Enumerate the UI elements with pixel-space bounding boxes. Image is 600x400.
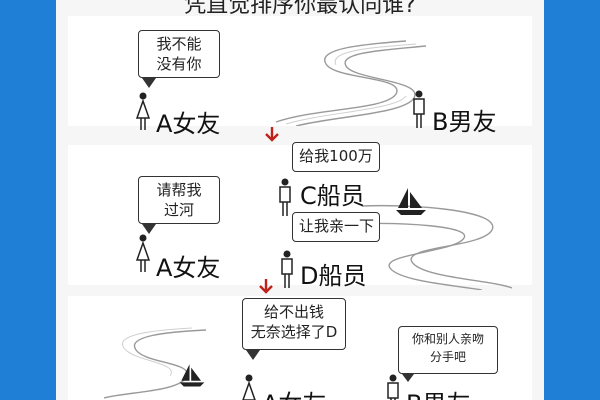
comic-card: 凭直觉排序你最认同谁? 我不能 没有你 A女友 B男友 给我100万 C船员 — [56, 0, 544, 400]
sailboat-icon — [396, 188, 426, 215]
page-title: 凭直觉排序你最认同谁? — [184, 0, 416, 18]
woman-figure-icon — [242, 374, 256, 400]
red-down-arrow-icon — [265, 127, 279, 142]
speech-bubble-a-2: 请帮我 过河 — [138, 176, 220, 224]
woman-figure-icon — [136, 92, 150, 130]
label-b-boyfriend: B男友 — [432, 108, 497, 136]
label-a-girlfriend: A女友 — [262, 384, 326, 400]
label-a-girlfriend: A女友 — [156, 254, 221, 282]
label-b-boyfriend: B男友 — [406, 384, 470, 400]
speech-bubble-a-1: 我不能 没有你 — [138, 30, 220, 78]
red-down-arrow-icon — [259, 279, 273, 294]
label-a-girlfriend: A女友 — [156, 110, 221, 138]
man-figure-icon — [281, 250, 293, 288]
speech-bubble-d: 让我亲一下 — [292, 212, 380, 242]
label-d-sailor: D船员 — [300, 262, 367, 290]
speech-bubble-c: 给我100万 — [292, 142, 380, 172]
bubble-tail — [142, 224, 156, 234]
speech-bubble-d-choice: 给不出钱 无奈选择了D — [242, 298, 346, 350]
bubble-tail — [402, 374, 414, 382]
right-blue-frame — [544, 0, 600, 400]
man-figure-icon — [279, 178, 291, 216]
bubble-tail — [142, 78, 156, 88]
man-figure-icon — [387, 374, 399, 400]
river-illustration — [275, 40, 427, 126]
bubble-tail — [246, 350, 260, 360]
left-blue-frame — [0, 0, 56, 400]
man-figure-icon — [413, 90, 425, 128]
speech-bubble-b: 你和别人亲吻 分手吧 — [398, 326, 498, 374]
woman-figure-icon — [136, 234, 150, 272]
river-illustration — [353, 204, 513, 290]
label-c-sailor: C船员 — [300, 182, 365, 210]
sailboat-icon — [179, 364, 205, 387]
river-illustration — [103, 327, 207, 399]
